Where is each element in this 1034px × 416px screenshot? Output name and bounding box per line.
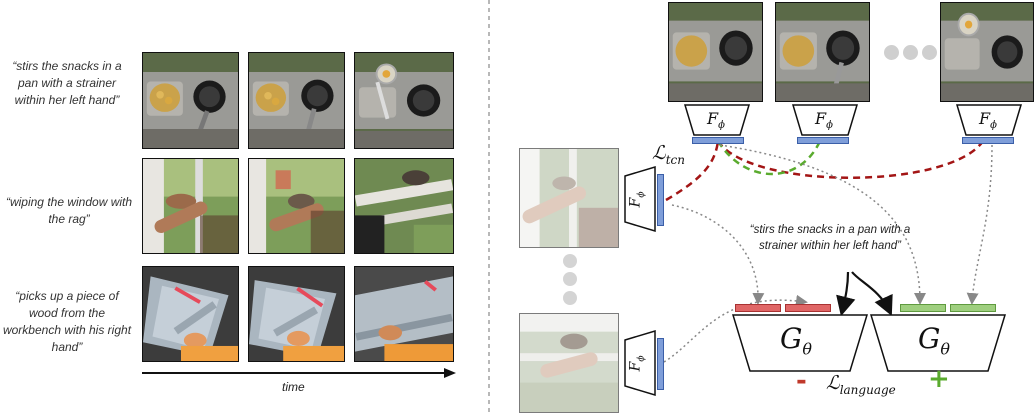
- frame-workbench-1: [142, 266, 239, 362]
- frame-workbench-2: [248, 266, 345, 362]
- negative-sign: -: [796, 366, 807, 396]
- encoder-top-3-sub: ϕ: [990, 120, 997, 132]
- caption-row-2: “wiping the window with the rag”: [5, 195, 133, 226]
- encoder-side-2-sub: ϕ: [636, 355, 647, 362]
- tcn-positive-link: [716, 140, 822, 176]
- decoder-negative-sub: θ: [802, 339, 813, 359]
- decoder-positive-sub: θ: [940, 339, 951, 359]
- frame-cooking-1: [142, 52, 239, 149]
- feature-bar-positive-1: [900, 304, 946, 312]
- caption-row-1: “stirs the snacks in a pan with a strain…: [12, 59, 122, 107]
- decoder-negative-label: G: [780, 322, 803, 355]
- feature-bar-side-1: [657, 174, 664, 226]
- loss-tcn-label: ℒtcn: [652, 142, 685, 167]
- encoder-side-2-label: F: [627, 361, 644, 372]
- frame-cooking-2: [248, 52, 345, 149]
- feature-bar-top-1: [692, 137, 744, 144]
- encoder-top-1-label: F: [707, 109, 719, 128]
- panel-divider: [488, 0, 490, 416]
- encoder-top-2-sub: ϕ: [826, 120, 833, 132]
- top-frame-2: [775, 2, 870, 102]
- feature-bar-positive-2: [950, 304, 996, 312]
- decoder-positive-label: G: [918, 322, 941, 355]
- loss-language-label: ℒlanguage: [826, 372, 896, 397]
- caption-row-3: “picks up a piece of wood from the workb…: [2, 289, 132, 354]
- frame-window-1: [142, 158, 239, 254]
- encoder-side-1-sub: ϕ: [636, 191, 647, 198]
- encoder-top-2-label: F: [815, 109, 827, 128]
- feature-bar-side-2: [657, 338, 664, 390]
- frame-cooking-3: [354, 52, 454, 149]
- positive-sign: +: [928, 364, 950, 394]
- feature-bar-negative-2: [785, 304, 831, 312]
- encoder-top-1-sub: ϕ: [718, 120, 725, 132]
- window-frame-faded-1: [519, 148, 619, 248]
- top-frame-1: [668, 2, 763, 102]
- time-arrow: [142, 368, 456, 378]
- feature-bar-top-3: [962, 137, 1014, 144]
- encoder-side-1-label: F: [627, 197, 644, 208]
- tcn-negative-link-2: [716, 140, 985, 179]
- top-frame-3: [940, 2, 1034, 102]
- tcn-negative-link-1: [665, 140, 720, 202]
- frame-window-2: [248, 158, 345, 254]
- time-label: time: [282, 380, 305, 394]
- feature-bar-top-2: [797, 137, 849, 144]
- encoder-top-3-label: F: [979, 109, 991, 128]
- feature-bar-negative-1: [735, 304, 781, 312]
- frame-window-3: [354, 158, 454, 254]
- frame-workbench-3: [354, 266, 454, 362]
- window-frame-faded-2: [519, 313, 619, 413]
- query-caption: “stirs the snacks in a pan with a strain…: [749, 224, 911, 252]
